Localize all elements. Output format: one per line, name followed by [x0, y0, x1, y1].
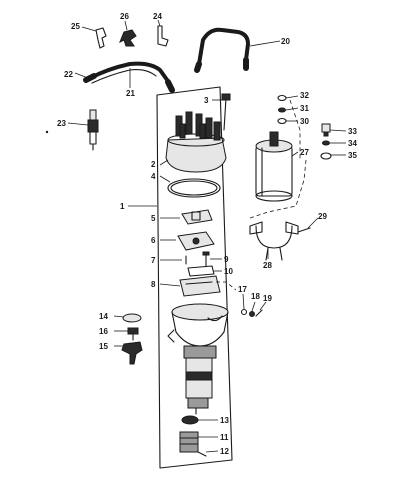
callout-33: 33	[348, 127, 357, 136]
assembly-frame	[156, 86, 233, 469]
part-23-spark-plug	[67, 109, 99, 151]
callout-22: 22	[64, 70, 73, 79]
callout-15: 15	[99, 342, 108, 351]
callout-25: 25	[71, 22, 80, 31]
part-19-screw	[255, 301, 267, 317]
part-11-gear	[179, 431, 218, 453]
callout-24: 24	[153, 12, 162, 21]
wire-dashed-b	[249, 159, 307, 219]
callout-8: 8	[151, 280, 156, 289]
callout-21: 21	[126, 89, 135, 98]
wire-dashed-a	[216, 281, 237, 291]
part-13-collar	[181, 415, 218, 425]
part-30-nut	[277, 117, 298, 125]
callout-14: 14	[99, 312, 108, 321]
part-6-plate	[160, 231, 215, 251]
part-21-plug-wires	[74, 61, 175, 93]
part-18-washer	[249, 301, 256, 317]
callout-18: 18	[251, 292, 260, 301]
part-29-screw	[297, 217, 319, 233]
callout-2: 2	[151, 160, 156, 169]
wire-dashed-c	[289, 99, 301, 160]
part-8-pickup	[159, 275, 221, 297]
callout-labels: 1 2 3 4 5 6 7 8 9 10 11 12 13 14 15 16 1…	[57, 12, 357, 456]
callout-26: 26	[120, 12, 129, 21]
part-3-screw	[212, 93, 231, 131]
callout-4: 4	[151, 172, 156, 181]
part-15-clamp	[114, 341, 143, 365]
callout-9: 9	[224, 255, 229, 264]
part-31-washer	[278, 107, 299, 113]
callout-5: 5	[151, 214, 156, 223]
part-16-bolt	[114, 327, 139, 341]
callout-6: 6	[151, 236, 156, 245]
callout-27: 27	[300, 148, 309, 157]
part-12-pin	[197, 450, 219, 457]
callout-7: 7	[151, 256, 156, 265]
part-17-washer	[240, 293, 248, 316]
callout-19: 19	[263, 294, 272, 303]
callout-35: 35	[348, 151, 357, 160]
part-28-coil-bracket	[249, 221, 299, 261]
callout-17: 17	[238, 285, 247, 294]
part-27-ignition-coil	[255, 131, 299, 202]
callout-29: 29	[318, 212, 327, 221]
callout-28: 28	[263, 261, 272, 270]
callout-20: 20	[281, 37, 290, 46]
callout-30: 30	[300, 117, 309, 126]
part-24-bracket	[157, 19, 169, 47]
callout-11: 11	[220, 433, 229, 442]
part-7-screw	[160, 255, 187, 265]
part-5-rotor	[160, 209, 213, 225]
stray-dot	[45, 130, 49, 134]
callout-10: 10	[224, 267, 233, 276]
callout-1: 1	[120, 202, 125, 211]
part-25-clip	[81, 26, 107, 49]
part-32-nut	[277, 94, 299, 102]
callout-13: 13	[220, 416, 229, 425]
part-14-washer	[113, 313, 142, 323]
part-9-screw	[202, 251, 222, 267]
part-10-module	[187, 265, 222, 277]
callout-31: 31	[300, 104, 309, 113]
part-35-washer	[320, 152, 346, 160]
callout-23: 23	[57, 119, 66, 128]
part-20-coil-wire	[194, 27, 281, 73]
part-4-gasket	[159, 175, 221, 198]
part-33-terminal	[321, 123, 347, 137]
callout-34: 34	[348, 139, 357, 148]
distributor-housing	[167, 303, 229, 415]
cap-towers	[175, 111, 221, 141]
part-26-contact	[119, 20, 137, 47]
part-2-distributor-cap	[159, 111, 227, 173]
callout-3: 3	[204, 96, 209, 105]
callout-16: 16	[99, 327, 108, 336]
callout-32: 32	[300, 91, 309, 100]
part-34-nut	[322, 140, 346, 146]
callout-12: 12	[220, 447, 229, 456]
